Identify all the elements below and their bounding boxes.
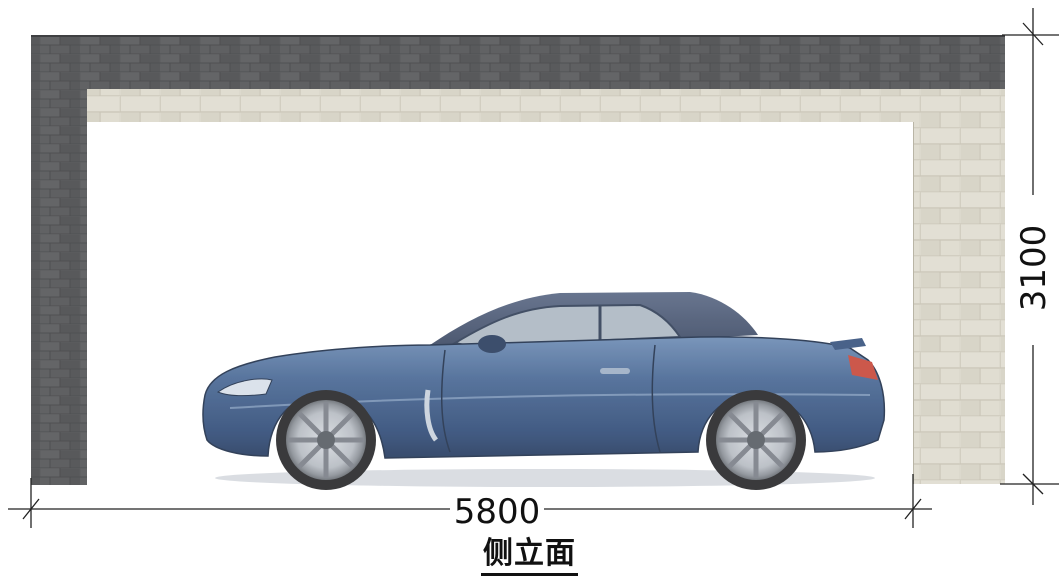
outer-wall	[31, 35, 1005, 485]
convertible-car-icon	[202, 292, 886, 490]
height-dimension-label: 3100	[1014, 225, 1054, 312]
view-title-text: 侧立面	[481, 537, 578, 576]
inner-lining	[87, 89, 1005, 484]
width-dimension	[8, 474, 932, 528]
view-title: 侧立面	[0, 536, 1059, 576]
front-wheel	[276, 390, 376, 490]
width-dimension-label: 5800	[454, 492, 541, 532]
height-dimension	[1000, 8, 1059, 505]
rear-wheel	[706, 390, 806, 490]
